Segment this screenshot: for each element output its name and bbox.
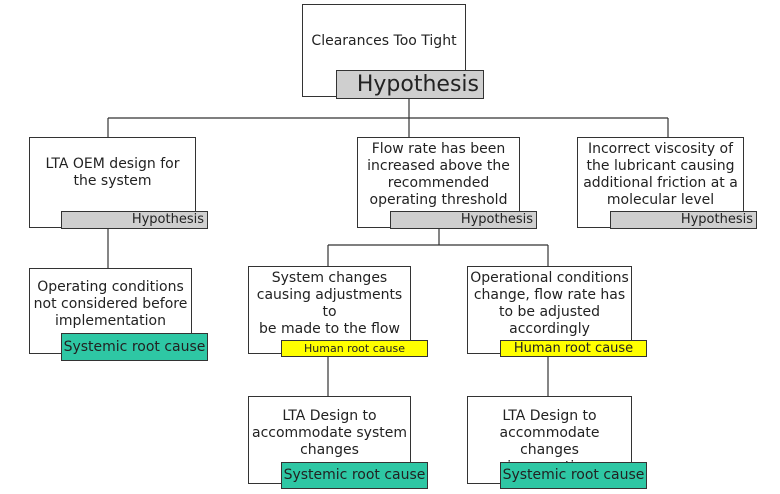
systemic-root-cause-tag: Systemic root cause	[61, 333, 208, 361]
human-root-cause-tag: Human root cause	[500, 340, 647, 357]
root-title: Clearances Too Tight	[311, 33, 457, 49]
systemic-root-cause-tag: Systemic root cause	[281, 462, 428, 489]
hypothesis-tag: Hypothesis	[61, 211, 208, 229]
systemic-root-cause-tag: Systemic root cause	[500, 462, 647, 489]
root-hypothesis-tag: Hypothesis	[336, 70, 484, 99]
human-root-cause-tag: Human root cause	[281, 340, 428, 357]
hypothesis-tag: Hypothesis	[610, 211, 757, 229]
hypothesis-tag: Hypothesis	[390, 211, 537, 229]
